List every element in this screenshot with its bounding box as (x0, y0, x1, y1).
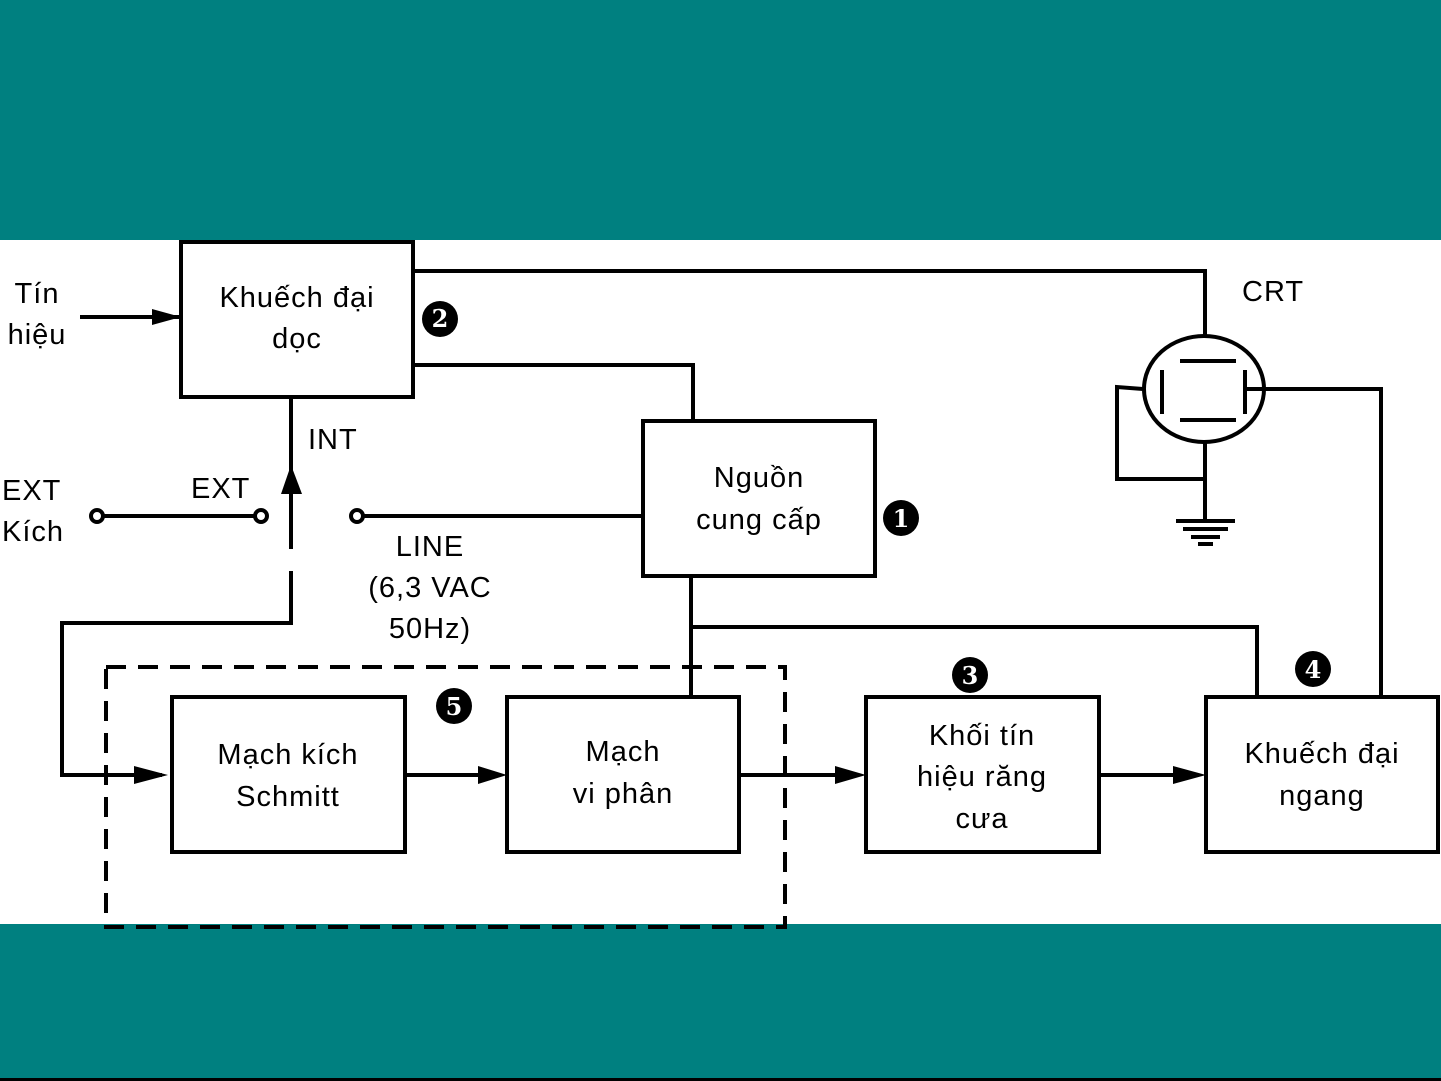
wire-vamp-to-crt (414, 271, 1205, 336)
block-label: dọc (272, 323, 322, 355)
block-schmitt-trigger[interactable]: Mạch kích Schmitt (172, 697, 405, 852)
ground-icon (1176, 521, 1235, 544)
block-label: cung cấp (696, 504, 822, 536)
arrow-int-up (281, 465, 302, 494)
block-label: Khuếch đại (1244, 738, 1399, 770)
crt-label: CRT (1242, 276, 1304, 308)
terminal-circle-icon (91, 510, 103, 522)
svg-text:2: 2 (432, 304, 449, 333)
badge-1: 1 (883, 500, 919, 536)
svg-text:1: 1 (893, 504, 910, 533)
block-horizontal-amp[interactable]: Khuếch đại ngang (1206, 697, 1438, 852)
block-label: Nguồn (714, 462, 804, 494)
block-power-supply[interactable]: Nguồn cung cấp (643, 421, 875, 576)
signal-input-label: hiệu (8, 319, 67, 351)
block-sawtooth-generator[interactable]: Khối tín hiệu răng cưa (866, 697, 1099, 852)
badge-4: 4 (1295, 651, 1331, 687)
switch-ext-label: EXT (191, 473, 250, 505)
block-label: hiệu răng (917, 761, 1047, 793)
block-label: Mạch (586, 736, 661, 768)
arrow-into-saw (835, 766, 866, 784)
switch-line-label: (6,3 VAC (368, 572, 492, 604)
ext-trigger-label: EXT (2, 475, 61, 507)
arrow-into-diff (478, 766, 507, 784)
block-label: Khối tín (929, 720, 1035, 752)
badge-3: 3 (952, 657, 988, 693)
wire-hamp-to-crt (1262, 389, 1381, 697)
terminal-circle-icon (255, 510, 267, 522)
switch-line-label: 50Hz) (389, 613, 471, 645)
block-label: Khuếch đại (219, 282, 374, 314)
block-label: ngang (1279, 780, 1365, 812)
block-label: cưa (955, 803, 1008, 835)
arrow-into-hamp (1173, 766, 1206, 784)
block-label: Schmitt (236, 781, 340, 813)
switch-line-label: LINE (396, 531, 464, 563)
block-differentiator[interactable]: Mạch vi phân (507, 697, 739, 852)
crt-tube-icon (1144, 336, 1264, 442)
svg-text:3: 3 (962, 661, 979, 690)
svg-text:5: 5 (446, 692, 463, 721)
terminal-circle-icon (351, 510, 363, 522)
signal-input-label: Tín (15, 278, 60, 310)
wire-vamp-to-power (414, 365, 693, 421)
switch-int-label: INT (308, 424, 358, 456)
block-label: Mạch kích (217, 739, 358, 771)
badge-2: 2 (422, 301, 458, 337)
arrow-into-schmitt (134, 766, 168, 784)
arrow-signal-in (152, 309, 181, 325)
ext-trigger-label: Kích (2, 516, 64, 548)
badge-5: 5 (436, 688, 472, 724)
block-vertical-amp[interactable]: Khuếch đại dọc (181, 242, 413, 397)
svg-text:4: 4 (1305, 655, 1322, 684)
block-label: vi phân (573, 778, 674, 810)
